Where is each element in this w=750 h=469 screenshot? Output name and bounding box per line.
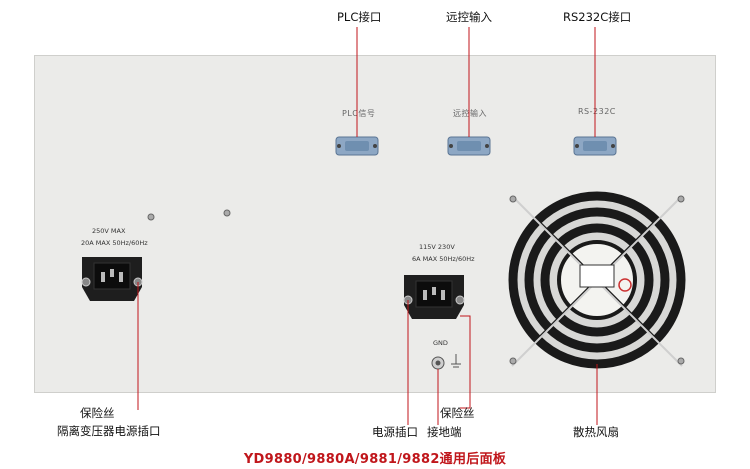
cooling-fan-callout: 散热风扇 xyxy=(573,425,619,439)
power-socket xyxy=(403,275,465,319)
right-socket-spec-line2: 6A MAX 50Hz/60Hz xyxy=(412,255,475,263)
isolation-power-socket xyxy=(81,257,143,301)
fuse-right-callout: 保险丝 xyxy=(440,406,475,420)
plc-interface-callout: PLC接口 xyxy=(337,10,382,24)
ground-callout: 接地端 xyxy=(427,425,462,439)
screw-icon xyxy=(223,209,231,217)
cooling-fan xyxy=(508,191,686,369)
fuse-left-callout: 保险丝 xyxy=(80,406,115,420)
remote-input-callout: 远控输入 xyxy=(446,10,492,24)
plc-db9-connector xyxy=(335,136,379,156)
left-socket-spec-line2: 20A MAX 50Hz/60Hz xyxy=(81,239,148,247)
remote-input-label: 远控输入 xyxy=(453,109,487,118)
plc-signal-label: PLC信号 xyxy=(342,109,376,118)
rs232-interface-callout: RS232C接口 xyxy=(563,10,632,24)
power-socket-callout: 电源插口 xyxy=(372,425,418,439)
panel-caption: YD9880/9880A/9881/9882通用后面板 xyxy=(243,452,507,467)
rs232c-db9-connector xyxy=(573,136,617,156)
remote-input-db9-connector xyxy=(447,136,491,156)
left-socket-spec-line1: 250V MAX xyxy=(92,227,126,235)
callout-leader-lines xyxy=(137,27,598,425)
screw-icon xyxy=(147,213,155,221)
rs232c-label: RS-232C xyxy=(578,107,616,116)
ground-terminal xyxy=(431,354,461,370)
right-socket-spec-line1: 115V 230V xyxy=(419,243,455,251)
isolation-power-callout: 隔离变压器电源插口 xyxy=(57,424,161,438)
gnd-label: GND xyxy=(433,339,448,347)
